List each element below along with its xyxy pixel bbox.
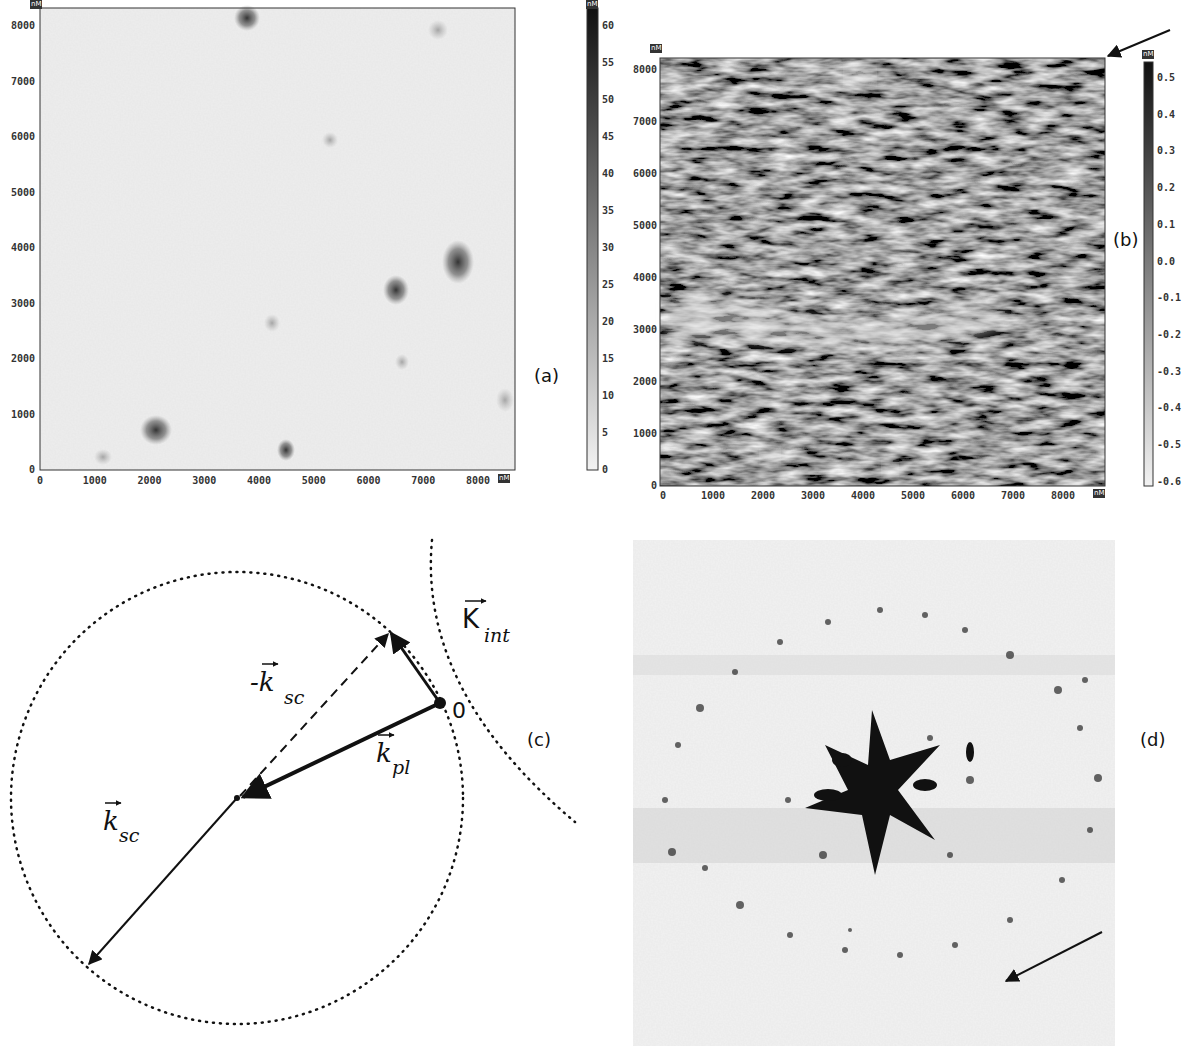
colorbar-label: -0.4 [1157,403,1181,413]
vector-symbol: k [376,740,392,766]
panel-label: (c) [527,731,551,749]
fourier-spectrum [633,540,1115,1046]
near-field-image [660,30,1170,486]
colorbar-label: 0.2 [1157,183,1175,193]
axis-tick-label: 1000 [701,491,725,501]
colorbar-label: 0.1 [1157,220,1175,230]
colorbar-label: 5 [602,428,608,438]
axis-tick-label: 2000 [633,377,657,387]
origin-label: 0 [452,700,466,722]
axis-tick-label: 5000 [633,221,657,231]
afm-topography [40,5,598,470]
axis-tick-label: 5000 [901,491,925,501]
colorbar-label: 25 [602,280,614,290]
colorbar-label: -0.1 [1157,293,1181,303]
axis-tick-label: 1000 [633,429,657,439]
colorbar-label: 35 [602,206,614,216]
axis-tick-label: 3000 [192,476,216,486]
axis-tick-label: 0 [651,481,657,491]
axis-tick-label: 1000 [11,410,35,420]
colorbar-label: 0 [602,465,608,475]
axis-tick-label: 6000 [633,169,657,179]
axis-tick-label: 7000 [633,117,657,127]
axis-tick-label: 4000 [633,273,657,283]
colorbar-label: 0.0 [1157,257,1175,267]
axis-tick-label: 8000 [11,21,35,31]
vector-subscript: sc [284,688,304,707]
axis-tick-label: 6000 [356,476,380,486]
axis-tick-label: 0 [29,465,35,475]
colorbar-label: 0.3 [1157,146,1175,156]
axis-tick-label: 4000 [11,243,35,253]
axis-tick-label: 2000 [751,491,775,501]
colorbar-label: -0.2 [1157,330,1181,340]
colorbar-label: 60 [602,21,614,31]
axis-tick-label: 6000 [951,491,975,501]
colorbar-label: 50 [602,95,614,105]
axis-tick-label: 8000 [466,476,490,486]
axis-tick-label: 5000 [11,188,35,198]
axis-tick-label: 3000 [11,299,35,309]
colorbar-label: 10 [602,391,614,401]
vector-symbol: K [462,606,479,632]
unit-tag: nM [650,44,662,53]
axis-tick-label: 4000 [851,491,875,501]
colorbar-label: 15 [602,354,614,364]
axis-tick-label: 1000 [83,476,107,486]
colorbar-label: -0.6 [1157,477,1181,487]
axis-tick-label: 5000 [302,476,326,486]
colorbar-label: 0.5 [1157,73,1175,83]
axis-tick-label: 8000 [1051,491,1075,501]
colorbar-label: 0.4 [1157,110,1175,120]
axis-tick-label: 0 [37,476,43,486]
axis-tick-label: 4000 [247,476,271,486]
colorbar-label: 55 [602,58,614,68]
axis-tick-label: 2000 [137,476,161,486]
colorbar-label: -0.5 [1157,440,1181,450]
unit-tag: nM [586,0,598,9]
panel-label: (d) [1140,731,1165,749]
colorbar-label: -0.3 [1157,367,1181,377]
axis-tick-label: 7000 [411,476,435,486]
axis-tick-label: 0 [660,491,666,501]
axis-tick-label: 7000 [11,77,35,87]
vector-symbol: -k [250,669,275,695]
axis-tick-label: 3000 [633,325,657,335]
panel-label: (b) [1113,231,1138,249]
unit-tag: nM [30,0,42,9]
unit-tag: nM [1093,489,1105,498]
unit-tag: nM [1142,50,1154,59]
unit-tag: nM [498,474,510,483]
colorbar-label: 45 [602,132,614,142]
colorbar-label: 20 [602,317,614,327]
axis-tick-label: 8000 [633,65,657,75]
axis-tick-label: 3000 [801,491,825,501]
vector-subscript: sc [119,826,139,845]
axis-tick-label: 2000 [11,354,35,364]
vector-symbol: k [103,808,119,834]
colorbar-label: 30 [602,243,614,253]
panel-label: (a) [534,367,559,385]
axis-tick-label: 6000 [11,132,35,142]
colorbar-label: 40 [602,169,614,179]
vector-subscript: pl [392,758,410,777]
wavevector-diagram [11,540,575,1024]
axis-tick-label: 7000 [1001,491,1025,501]
vector-subscript: int [484,626,510,645]
